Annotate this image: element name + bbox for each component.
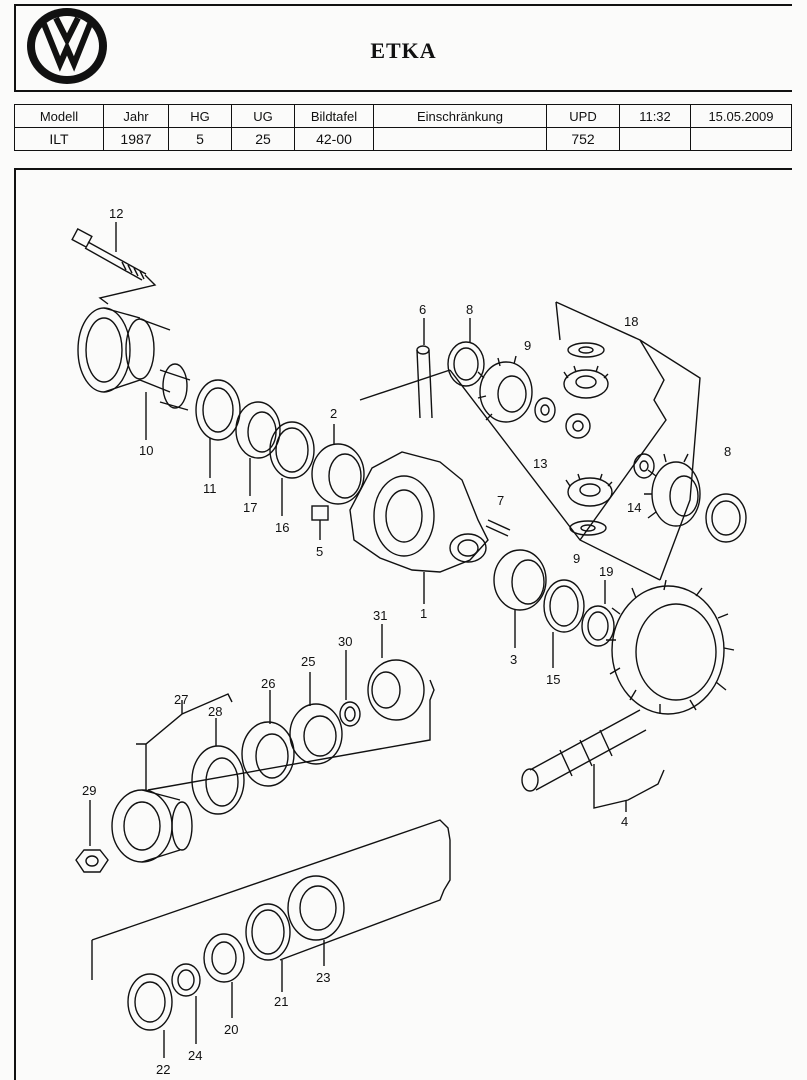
callout-11: 11 — [203, 481, 217, 496]
part-shim-21 — [245, 903, 291, 992]
callout-20: 20 — [224, 1022, 238, 1037]
callout-8a: 8 — [466, 302, 473, 317]
val-modell: ILT — [14, 127, 104, 151]
part-washer-14 — [633, 453, 655, 479]
part-planet-gear-18b — [565, 473, 613, 507]
part-ring-19 — [581, 580, 615, 647]
part-washer-8b — [705, 493, 747, 543]
part-side-gear-right — [644, 453, 701, 527]
callout-13: 13 — [533, 456, 547, 471]
part-bearing-23 — [287, 875, 345, 966]
part-ring-30 — [339, 650, 361, 727]
vw-logo-icon — [27, 8, 107, 84]
callout-25: 25 — [301, 654, 315, 669]
callout-30: 30 — [338, 634, 352, 649]
callout-4: 4 — [621, 814, 628, 829]
part-seal-11 — [195, 379, 241, 478]
part-flange-output — [111, 789, 193, 863]
callout-2: 2 — [330, 406, 337, 421]
part-differential-housing — [349, 451, 489, 604]
callout-19: 19 — [599, 564, 613, 579]
part-bearing-17 — [235, 401, 281, 496]
col-header-einschraenkung: Einschränkung — [373, 104, 547, 128]
val-hg: 5 — [168, 127, 232, 151]
part-bearing-3 — [493, 549, 547, 648]
val-einschraenkung — [373, 127, 547, 151]
callout-17: 17 — [243, 500, 257, 515]
part-side-gear-top — [477, 355, 533, 423]
part-shim-15 — [543, 579, 585, 668]
callout-7: 7 — [497, 493, 504, 508]
part-bearing-31 — [367, 624, 425, 721]
callout-16: 16 — [275, 520, 289, 535]
callout-28: 28 — [208, 704, 222, 719]
callout-18: 18 — [624, 314, 638, 329]
callout-5: 5 — [316, 544, 323, 559]
part-sleeve-24 — [171, 963, 201, 1044]
diagram-frame — [14, 168, 792, 1080]
callout-27: 27 — [174, 692, 188, 707]
callout-12: 12 — [109, 206, 123, 221]
callout-9b: 9 — [573, 551, 580, 566]
part-sleeve-28 — [191, 718, 245, 815]
callout-26: 26 — [261, 676, 275, 691]
part-ring-20 — [203, 933, 245, 1018]
part-bearing-2 — [311, 424, 365, 505]
col-header-ug: UG — [231, 104, 295, 128]
part-flange-shaft — [77, 307, 191, 440]
part-thrust-13 — [534, 397, 591, 439]
page-title: ETKA — [370, 38, 437, 63]
callout-22: 22 — [156, 1062, 170, 1077]
val-empty-2 — [690, 127, 792, 151]
part-washer-9a — [567, 342, 605, 358]
callout-1: 1 — [420, 606, 427, 621]
callout-23: 23 — [316, 970, 330, 985]
part-pin-6 — [416, 318, 433, 419]
part-washer-8a — [447, 318, 485, 387]
header-box — [14, 4, 792, 92]
callout-10: 10 — [139, 443, 153, 458]
callout-21: 21 — [274, 994, 288, 1009]
part-bearing-25 — [289, 672, 343, 765]
callout-24: 24 — [188, 1048, 202, 1063]
date-cell: 15.05.2009 — [690, 104, 792, 128]
callout-15: 15 — [546, 672, 560, 687]
callout-14: 14 — [627, 500, 641, 515]
callout-8b: 8 — [724, 444, 731, 459]
part-seal-22 — [127, 973, 173, 1058]
callout-3: 3 — [510, 652, 517, 667]
callout-31: 31 — [373, 608, 387, 623]
part-planet-gear-18 — [563, 365, 609, 399]
col-header-bildtafel: Bildtafel — [294, 104, 374, 128]
val-bildtafel: 42-00 — [294, 127, 374, 151]
part-bearing-26 — [241, 690, 295, 787]
part-shim-16 — [269, 421, 315, 516]
val-ug: 25 — [231, 127, 295, 151]
callout-6: 6 — [419, 302, 426, 317]
part-bolt-5 — [311, 505, 329, 540]
part-ring-gear-pinion — [521, 579, 735, 812]
val-jahr: 1987 — [103, 127, 169, 151]
part-bolt — [71, 222, 147, 281]
val-upd: 752 — [546, 127, 620, 151]
callout-29: 29 — [82, 783, 96, 798]
info-table: Modell Jahr HG UG Bildtafel Einschränkun… — [14, 104, 792, 151]
part-roll-pin-7 — [485, 519, 511, 537]
part-nut-29 — [75, 800, 109, 873]
callout-9a: 9 — [524, 338, 531, 353]
